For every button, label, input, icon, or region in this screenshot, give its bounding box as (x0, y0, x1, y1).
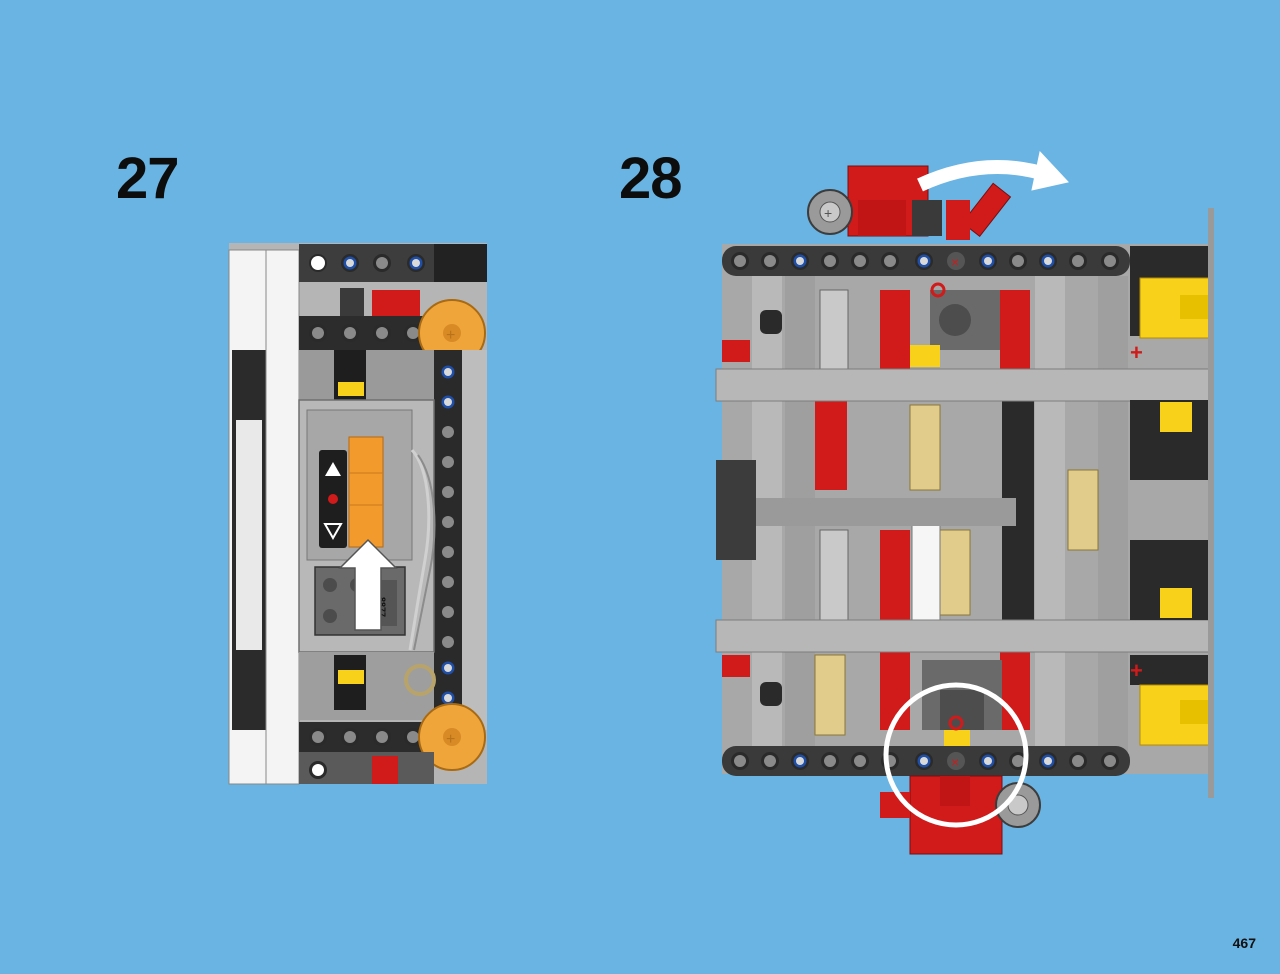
highlight-circle (883, 682, 1029, 828)
svg-text:+: + (446, 731, 455, 748)
part-label-8877: 8877 (377, 597, 387, 617)
step-number-28: 28 (619, 146, 683, 211)
arrow-up-icon (338, 538, 398, 631)
step-28-model: + × (715, 150, 1214, 855)
svg-text:+: + (824, 205, 832, 221)
rotate-arrow-icon (917, 160, 1051, 192)
svg-text:+: + (446, 327, 455, 344)
svg-text:+: + (1130, 340, 1143, 365)
step-number-27: 27 (116, 146, 180, 211)
svg-text:×: × (951, 754, 959, 770)
svg-text:+: + (1130, 658, 1143, 683)
svg-text:×: × (951, 254, 959, 270)
page-number: 467 (1232, 935, 1256, 951)
step-27-model: + (228, 243, 487, 785)
